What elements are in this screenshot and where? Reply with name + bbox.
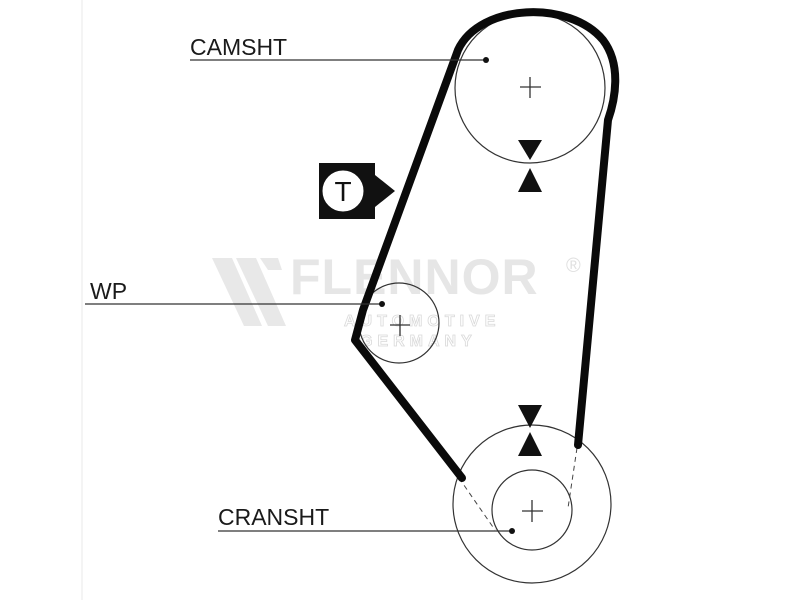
watermark-subtitle-line2: GERMANY xyxy=(360,333,477,350)
camshaft-timing-mark-icon xyxy=(518,140,542,192)
crankshaft-timing-mark-icon xyxy=(518,405,542,456)
leader-lines xyxy=(85,57,515,534)
crankshaft-inner-circle xyxy=(491,469,573,551)
crankshaft-label: CRANSHT xyxy=(218,504,329,530)
watermark: FLENNOR ® AUTOMOTIVE GERMANY xyxy=(212,249,581,350)
tensioner-badge: T xyxy=(319,163,395,219)
crankshaft-leader-dot xyxy=(509,528,515,534)
watermark-brand-name: FLENNOR xyxy=(290,249,539,305)
watermark-logo-icon xyxy=(212,258,286,326)
timing-belt xyxy=(351,8,620,482)
water-pump-leader-dot xyxy=(379,301,385,307)
crankshaft-dashed-line-left xyxy=(458,477,496,531)
camshaft-pulley xyxy=(454,12,606,192)
crankshaft-pulley xyxy=(452,405,612,584)
water-pump-label: WP xyxy=(90,278,127,304)
watermark-registered-mark: ® xyxy=(566,255,581,277)
crankshaft-outer-circle xyxy=(452,424,612,584)
tensioner-badge-circle xyxy=(322,170,364,212)
camshaft-leader-dot xyxy=(483,57,489,63)
watermark-subtitle-line1: AUTOMOTIVE xyxy=(344,313,500,330)
camshaft-label: CAMSHT xyxy=(190,34,287,60)
tensioner-badge-letter: T xyxy=(334,176,351,207)
crankshaft-dashed-line-right xyxy=(567,447,578,509)
